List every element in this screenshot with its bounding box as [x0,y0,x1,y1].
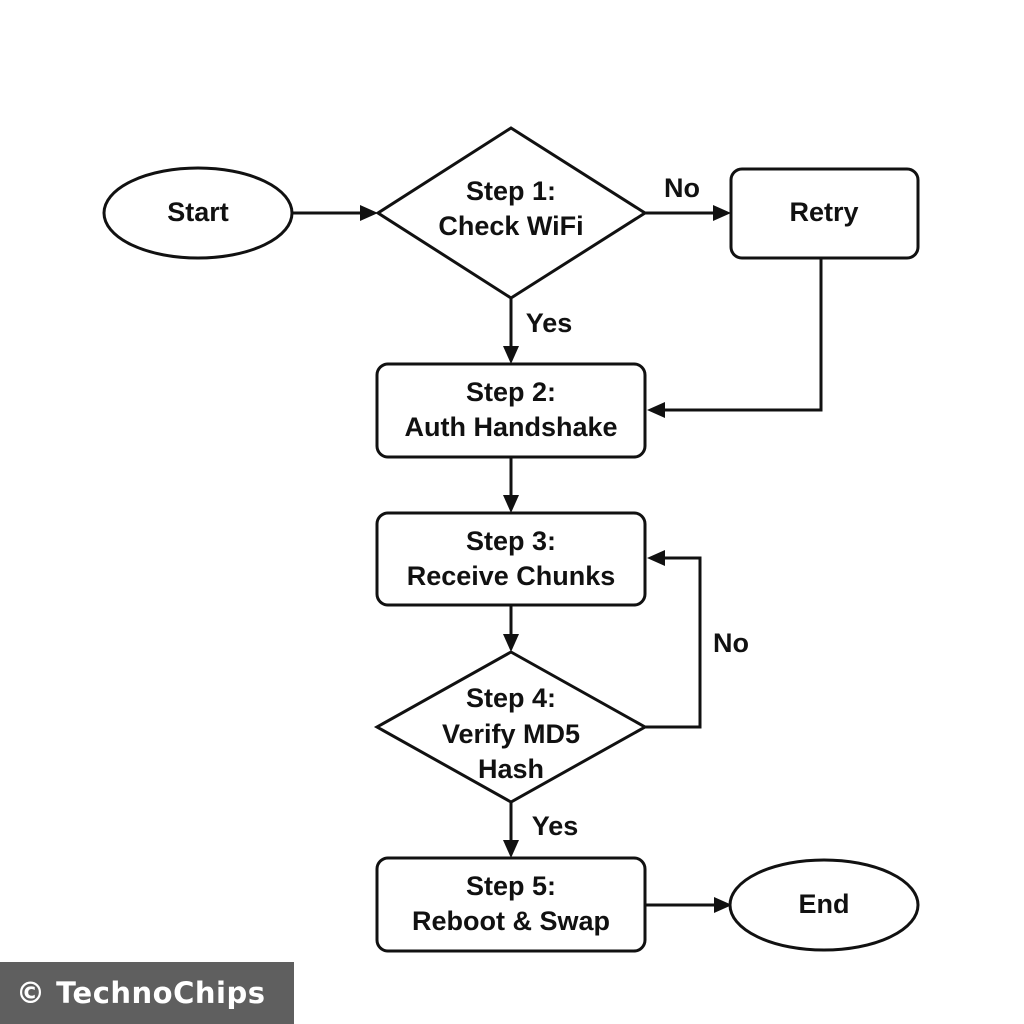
node-step2-label-line1: Step 2: [466,377,556,407]
node-step4-decision: Step 4: Verify MD5 Hash [373,650,649,804]
node-step3: Step 3: Receive Chunks [375,511,647,607]
edge-label-step4-no: No [713,628,749,658]
edge-label-step4-yes: Yes [532,811,579,841]
arrowhead-step5-in [503,840,519,858]
arrowhead-retry-in [713,205,731,221]
watermark: © TechnoChips [0,962,294,1024]
arrowhead-step1-in [360,205,378,221]
node-step2: Step 2: Auth Handshake [375,362,647,459]
arrowhead-step2-in-right [647,402,665,418]
edge-step4-no-to-step3 [645,556,702,729]
node-step1-decision: Step 1: Check WiFi [375,126,648,300]
edge-retry-to-step2 [664,258,823,412]
node-step1-label-line1: Step 1: [466,176,556,206]
node-step5-label-line1: Step 5: [466,871,556,901]
node-retry: Retry [729,167,920,260]
arrowhead-step4-in [503,634,519,652]
node-step5-label-line2: Reboot & Swap [412,906,610,936]
node-step5: Step 5: Reboot & Swap [375,856,647,953]
node-step4-label-line3: Hash [478,754,544,784]
node-step1-label-line2: Check WiFi [438,211,583,241]
node-end-label: End [799,889,850,919]
node-step2-label-line2: Auth Handshake [404,412,617,442]
node-retry-label: Retry [789,197,858,227]
arrowhead-step2-in-top [503,346,519,364]
arrowhead-step3-in-right [647,550,665,566]
arrowhead-step3-in-top [503,495,519,513]
node-step4-label-line2: Verify MD5 [442,719,580,749]
edge-label-step1-yes: Yes [526,308,573,338]
node-step3-label-line2: Receive Chunks [407,561,616,591]
node-step4-label-line1: Step 4: [466,683,556,713]
arrowhead-end-in [714,897,732,913]
node-step3-label-line1: Step 3: [466,526,556,556]
edge-label-step1-no: No [664,173,700,203]
node-end: End [728,858,920,952]
node-start: Start [102,166,294,260]
node-start-label: Start [167,197,229,227]
